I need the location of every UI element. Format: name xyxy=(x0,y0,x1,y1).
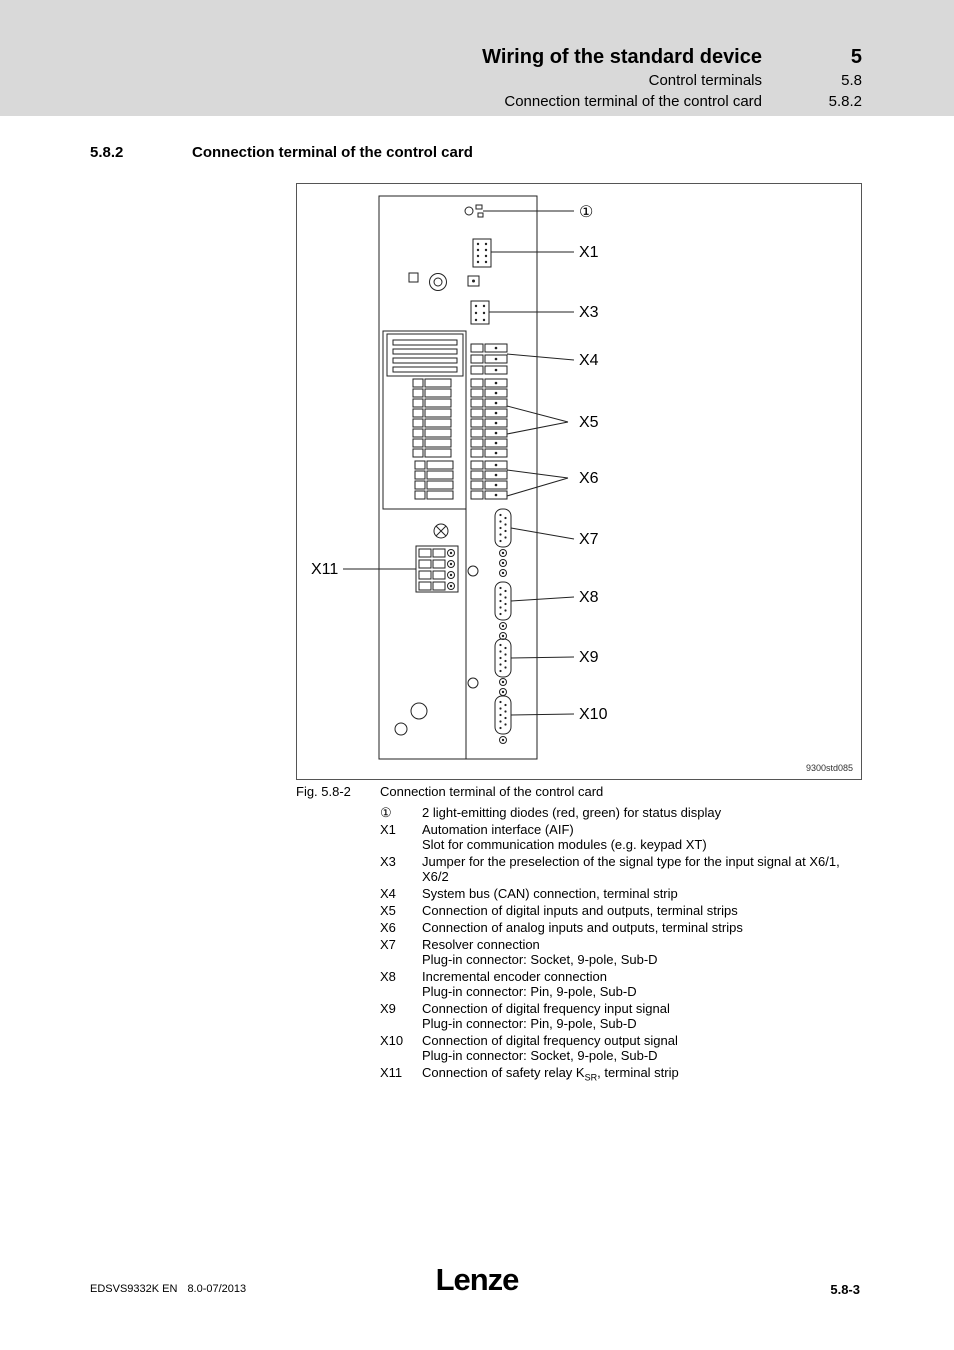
figure-label-x1: X1 xyxy=(579,244,599,261)
terminal-strip-x4 xyxy=(470,343,508,375)
legend-item-x6: X6 Connection of analog inputs and outpu… xyxy=(380,920,743,935)
misc-components xyxy=(408,272,480,291)
header-subtitle-2-number: 5.8.2 xyxy=(828,93,862,110)
figure-label-x6: X6 xyxy=(579,470,599,487)
legend-key: X1 xyxy=(380,822,396,837)
control-card-outline xyxy=(378,195,538,760)
legend-item-x9: X9 Connection of digital frequency input… xyxy=(380,1001,670,1031)
section-number: 5.8.2 xyxy=(90,144,124,161)
legend-item-x10: X10 Connection of digital frequency outp… xyxy=(380,1033,678,1063)
header-title-block: Wiring of the standard device 5 Control … xyxy=(482,44,862,112)
figure-label-x11: X11 xyxy=(311,561,338,578)
mounting-holes xyxy=(394,565,479,736)
legend-key: X6 xyxy=(380,920,396,935)
legend-item-x5: X5 Connection of digital inputs and outp… xyxy=(380,903,738,918)
terminal-strip-x5 xyxy=(470,378,508,458)
figure-label-x7: X7 xyxy=(579,531,599,548)
connector-x10-subd xyxy=(494,695,512,735)
legend-item-led: ① 2 light-emitting diodes (red, green) f… xyxy=(380,805,722,820)
legend-key: X9 xyxy=(380,1001,396,1016)
figure-watermark: 9300std085 xyxy=(806,763,853,773)
footer-page-number: 5.8-3 xyxy=(830,1282,860,1297)
figure-frame: ① X1 X3 X4 X5 X6 X7 X8 X9 X10 X11 9300st… xyxy=(296,183,862,780)
legend-item-x11: X11 Connection of safety relay KSR, term… xyxy=(380,1065,840,1086)
connector-x9-subd xyxy=(494,638,512,678)
legend-item-x4: X4 System bus (CAN) connection, terminal… xyxy=(380,886,678,901)
figure-caption: Fig. 5.8-2 Connection terminal of the co… xyxy=(296,784,603,799)
legend-key: X5 xyxy=(380,903,396,918)
terminal-block-x11 xyxy=(415,545,459,593)
connector-x8-subd xyxy=(494,581,512,621)
figure-label-x4: X4 xyxy=(579,352,599,369)
connector-x7-subd xyxy=(494,508,512,548)
header-subtitle-1-number: 5.8 xyxy=(841,72,862,89)
legend-key: ① xyxy=(380,805,392,820)
figure-label-x10: X10 xyxy=(579,706,608,723)
inner-terminal-rows xyxy=(412,378,454,500)
legend-key: X8 xyxy=(380,969,396,984)
legend-key: X11 xyxy=(380,1065,403,1080)
status-led-icon xyxy=(464,204,484,218)
header-title: Wiring of the standard device xyxy=(482,46,762,68)
header-chapter-number: 5 xyxy=(850,46,862,68)
slot-block xyxy=(386,333,464,377)
section-heading: 5.8.2 Connection terminal of the control… xyxy=(90,144,473,161)
connector-x3-jumper xyxy=(470,300,490,325)
figure-caption-text: Connection terminal of the control card xyxy=(380,784,604,799)
subscript-sr: SR xyxy=(584,1072,598,1083)
figure-label-x8: X8 xyxy=(579,589,599,606)
control-card-diagram: ① X1 X3 X4 X5 X6 X7 X8 X9 X10 X11 9300st… xyxy=(311,195,853,773)
header-subtitle-1: Control terminals xyxy=(648,72,762,89)
legend-key: X10 xyxy=(380,1033,404,1048)
figure-label-x3: X3 xyxy=(579,304,599,321)
figure-legend: ① 2 light-emitting diodes (red, green) f… xyxy=(380,805,840,1088)
legend-key: X4 xyxy=(380,886,396,901)
terminal-strip-x6 xyxy=(470,460,508,500)
callout-lines xyxy=(343,210,575,716)
header-subtitle-2: Connection terminal of the control card xyxy=(504,93,762,110)
figure-label-x9: X9 xyxy=(579,649,599,666)
figure-label-x5: X5 xyxy=(579,414,599,431)
figure-caption-number: Fig. 5.8-2 xyxy=(296,784,351,799)
legend-item-x3: X3 Jumper for the preselection of the si… xyxy=(380,854,840,884)
legend-item-x1: X1 Automation interface (AIF)Slot for co… xyxy=(380,822,707,852)
legend-key: X3 xyxy=(380,854,396,869)
screw-icon xyxy=(433,523,449,539)
page-header: Wiring of the standard device 5 Control … xyxy=(0,0,954,116)
figure-label-led: ① xyxy=(579,204,593,221)
lenze-logo: Lenze xyxy=(435,1262,520,1297)
connector-x1-aif xyxy=(472,238,492,268)
legend-key: X7 xyxy=(380,937,396,952)
section-title: Connection terminal of the control card xyxy=(192,144,473,161)
